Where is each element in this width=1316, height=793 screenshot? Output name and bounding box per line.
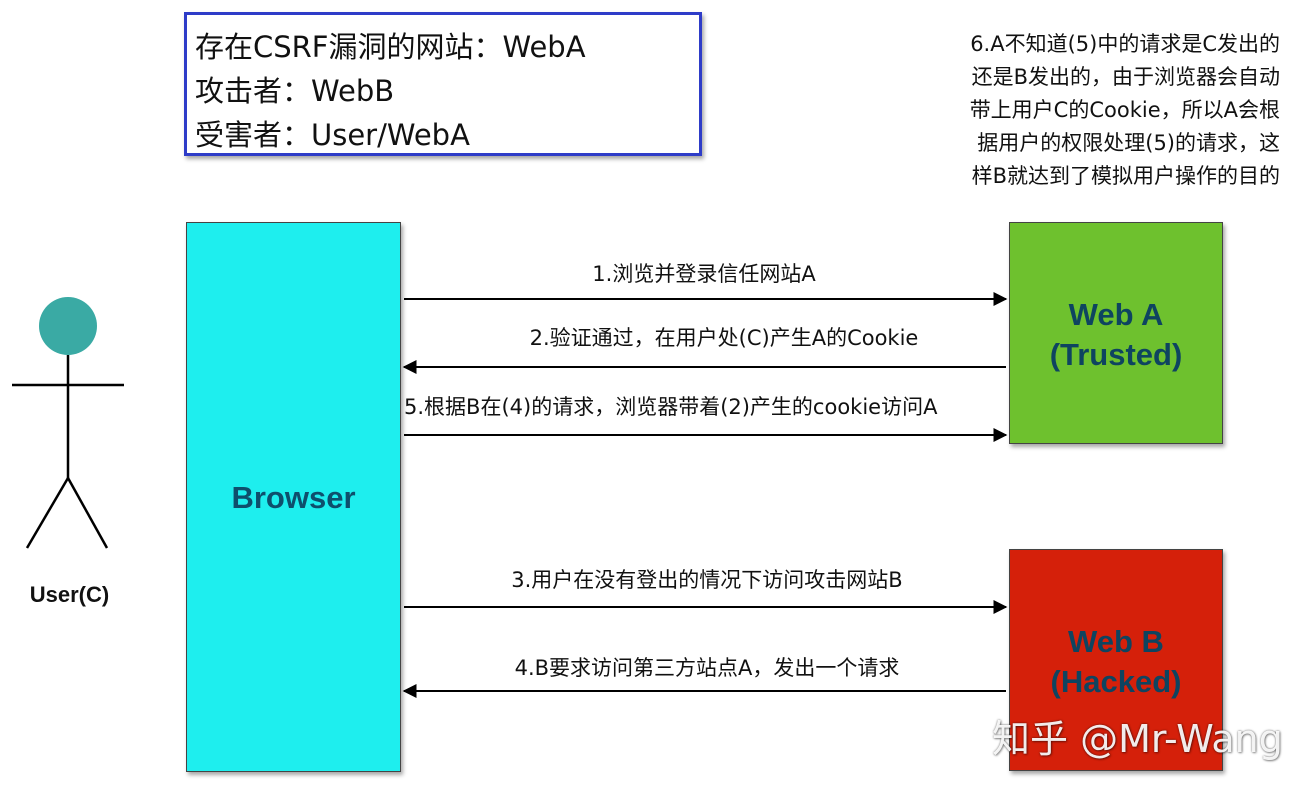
browser-label: Browser — [231, 480, 356, 515]
arrow-label-step-1: 1.浏览并登录信任网站A — [592, 262, 816, 286]
info-line-attacker: 攻击者：WebB — [195, 74, 395, 108]
web-b-name: Web B — [1068, 624, 1164, 659]
actor-head-icon — [39, 297, 97, 355]
web-a-box: Web A (Trusted) — [1009, 222, 1223, 444]
arrow-label-step-3: 3.用户在没有登出的情况下访问攻击网站B — [511, 568, 903, 592]
note-line: 据用户的权限处理(5)的请求，这 — [977, 131, 1280, 155]
arrow-label-step-2: 2.验证通过，在用户处(C)产生A的Cookie — [529, 326, 919, 350]
browser-box: Browser — [186, 222, 401, 772]
web-a-status: (Trusted) — [1049, 337, 1183, 372]
web-b-box: Web B (Hacked) — [1009, 549, 1223, 771]
info-box: 存在CSRF漏洞的网站：WebA 攻击者：WebB 受害者：User/WebA — [184, 12, 702, 156]
actor-label: User(C) — [29, 582, 110, 607]
web-a-label: Web A (Trusted) — [1010, 295, 1222, 375]
step-6-note: 6.A不知道(5)中的请求是C发出的 还是B发出的，由于浏览器会自动 带上用户C… — [880, 28, 1280, 193]
actor-left-leg — [25, 477, 70, 549]
note-line: 样B就达到了模拟用户操作的目的 — [971, 164, 1280, 188]
actor-right-leg — [66, 477, 109, 549]
arrow-label-step-4: 4.B要求访问第三方站点A，发出一个请求 — [514, 656, 900, 680]
web-b-label: Web B (Hacked) — [1010, 622, 1222, 702]
arrow-label-step-5: 5.根据B在(4)的请求，浏览器带着(2)产生的cookie访问A — [404, 395, 938, 419]
web-a-name: Web A — [1068, 297, 1164, 332]
stick-figure-user — [12, 297, 124, 549]
note-line: 6.A不知道(5)中的请求是C发出的 — [970, 32, 1280, 56]
web-b-status: (Hacked) — [1050, 664, 1182, 699]
note-line: 还是B发出的，由于浏览器会自动 — [971, 65, 1280, 89]
info-line-victim: 受害者：User/WebA — [195, 118, 470, 152]
note-line: 带上用户C的Cookie，所以A会根 — [969, 98, 1280, 122]
info-line-vulnerable-site: 存在CSRF漏洞的网站：WebA — [195, 30, 586, 64]
watermark: 知乎 @Mr-Wang — [992, 717, 1283, 761]
